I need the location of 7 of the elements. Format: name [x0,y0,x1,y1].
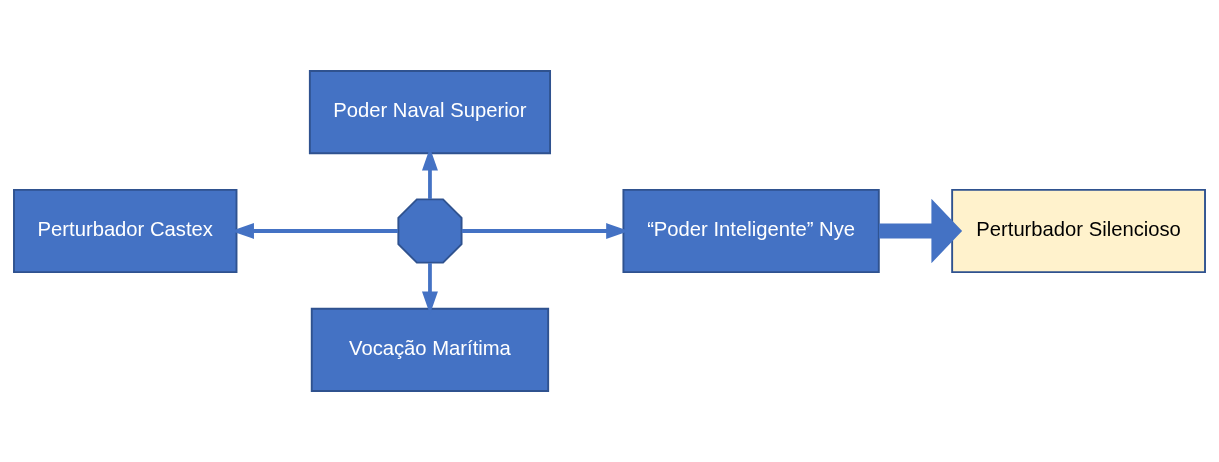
node-box: Vocação Marítima [310,307,550,392]
node-box: Poder Naval Superior [308,70,552,155]
node-cross [397,198,463,264]
node-box: Perturbador Castex [13,188,238,274]
arrow [878,198,963,264]
node-box: Perturbador Silencioso [951,188,1206,274]
node-box: “Poder Inteligente” Nye [622,188,880,274]
